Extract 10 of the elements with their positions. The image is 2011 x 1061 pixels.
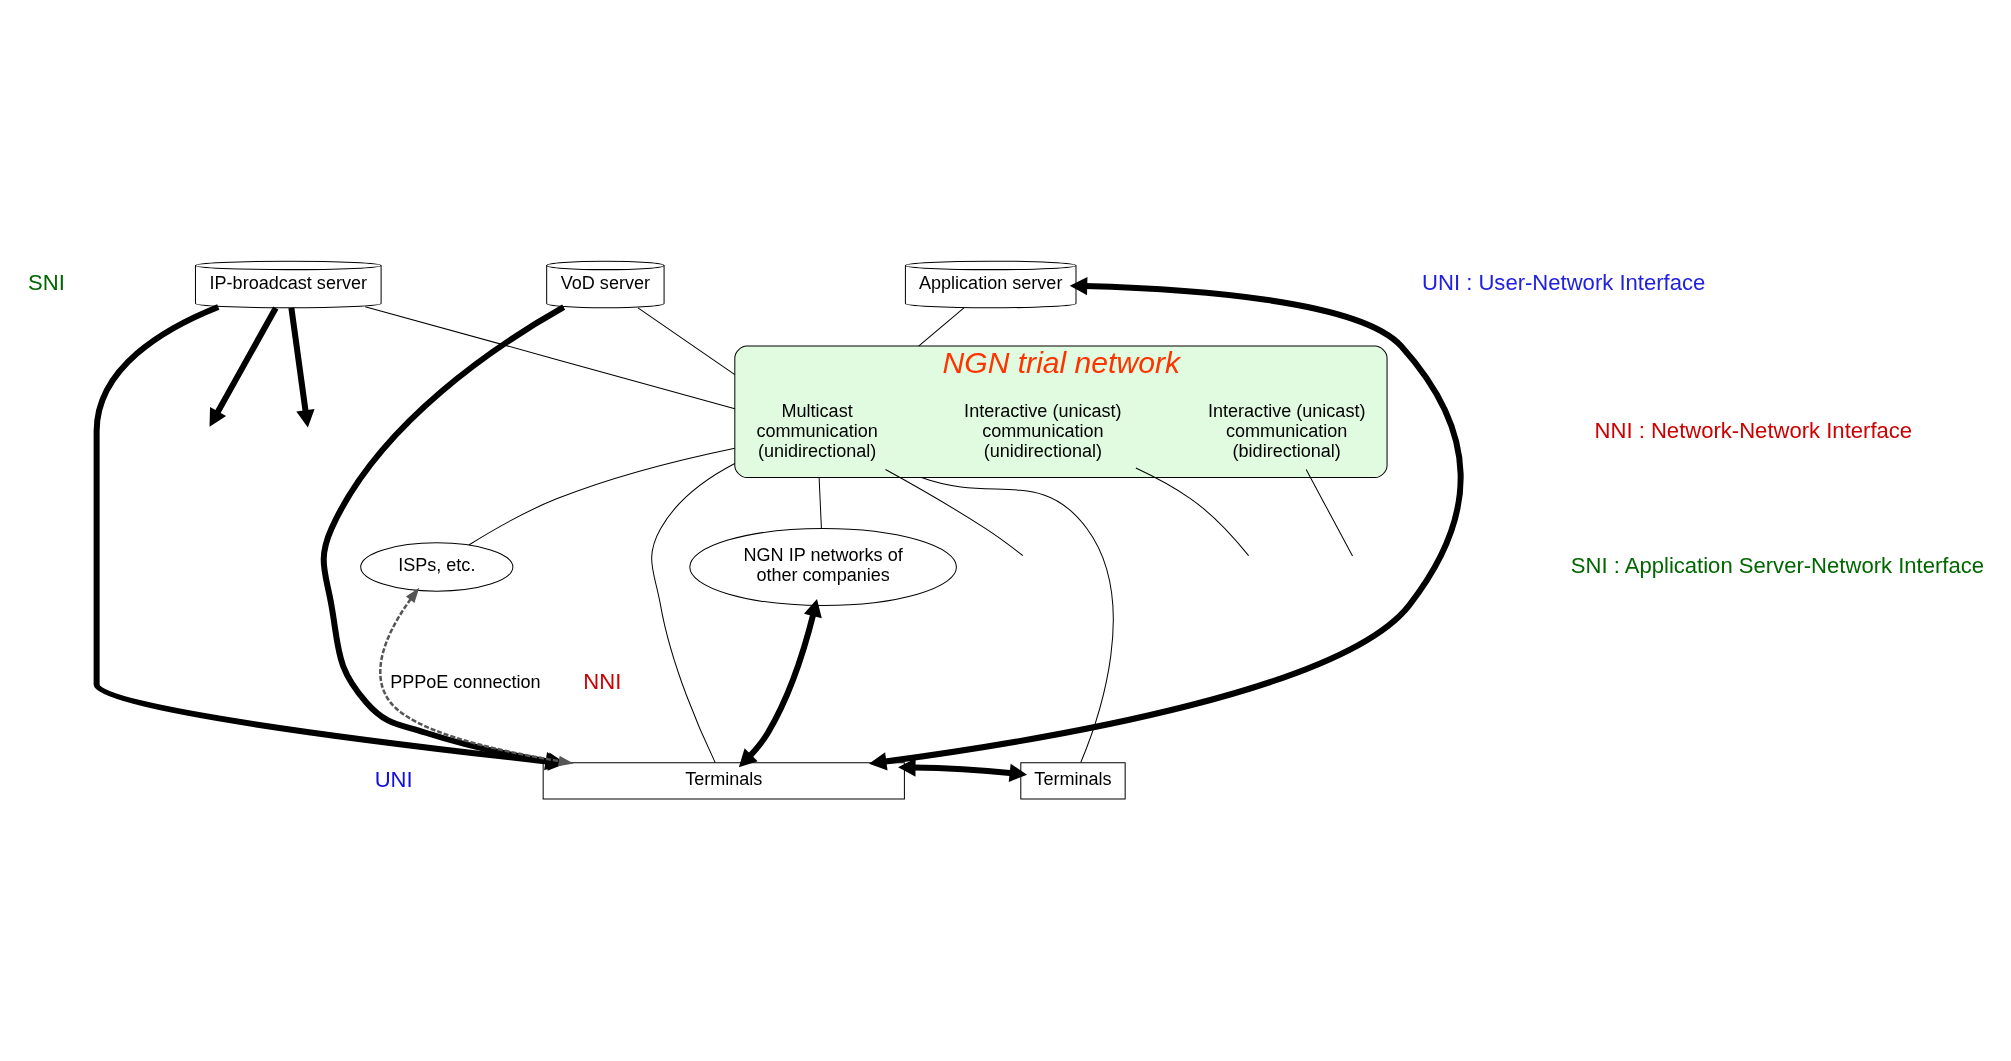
edge-label: PPPoE connection bbox=[389, 672, 541, 692]
label: UNI bbox=[374, 766, 413, 792]
label: NNI : Network-Network Interface bbox=[1594, 417, 1912, 443]
label: NNI bbox=[582, 669, 621, 695]
label: SNI : Application Server-Network Interface bbox=[1570, 552, 1984, 578]
node-text: Interactive (unicast) communication (bidirectional) bbox=[1207, 400, 1365, 461]
label: UNI : User-Network Interface bbox=[1421, 270, 1705, 296]
node-text: Interactive (unicast) communication (unidirectional) bbox=[963, 400, 1122, 461]
label: SNI bbox=[27, 270, 65, 296]
node-text: Multicast communication (unidirectional) bbox=[755, 400, 878, 461]
